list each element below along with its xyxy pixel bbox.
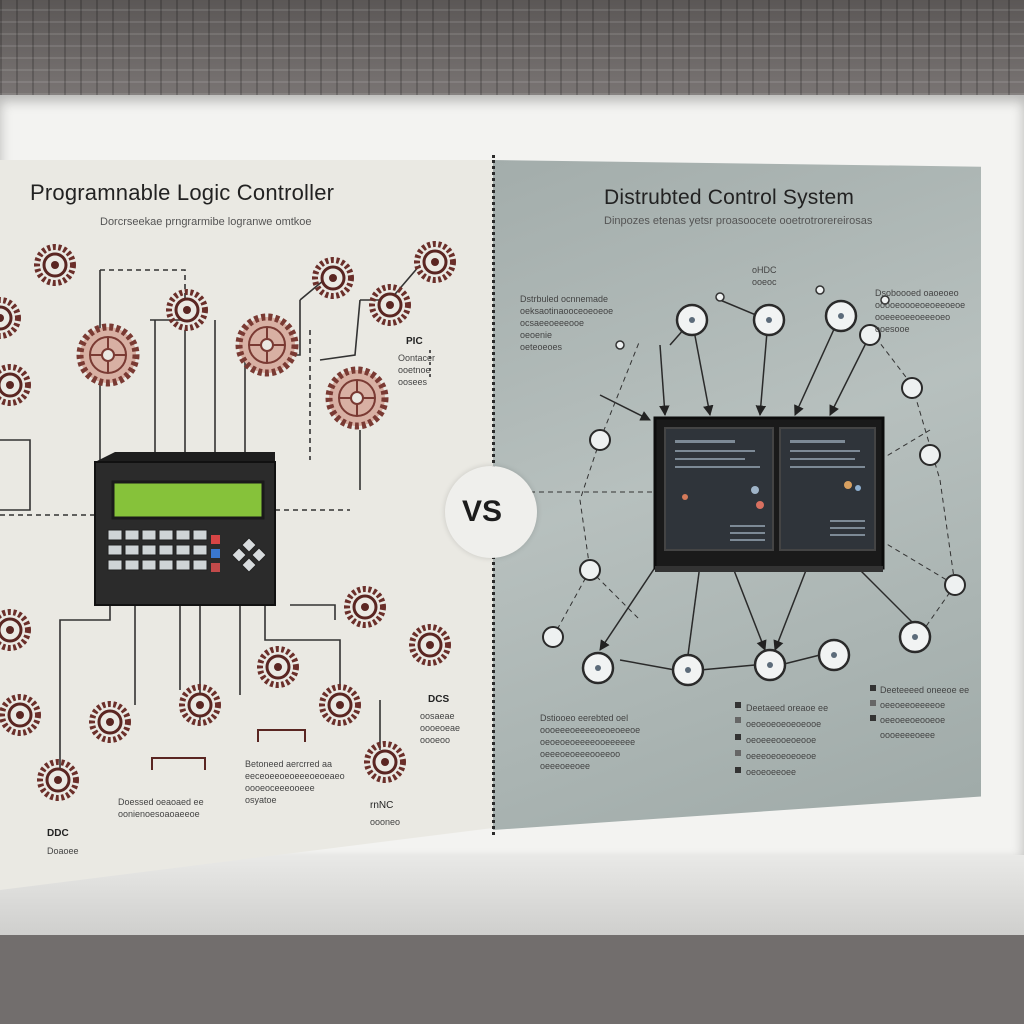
dcs-title: Distrubted Control System [604, 186, 855, 209]
dcs-tag-left: DCS [428, 694, 450, 705]
ddc-tag: DDC [47, 828, 69, 839]
ddc-note: Doaoee [47, 846, 79, 856]
floor [0, 935, 1024, 1024]
rnc-note: oooneo [370, 817, 401, 827]
connector-icon [151, 729, 306, 770]
bullet-icons [735, 685, 876, 773]
dcs-monitor-icon [653, 416, 885, 572]
plc-tag: PIC [406, 336, 423, 347]
plc-subtitle: Dorcrseekae prngrarmibe logranwe omtkoe [100, 216, 312, 228]
vs-label: VS [462, 495, 503, 528]
vs-badge [445, 466, 537, 558]
small-node-icons [615, 285, 890, 350]
wall-top [0, 0, 1024, 95]
dcs-wiring [599, 299, 916, 671]
plc-device-icon [94, 452, 276, 606]
plc-title: Programnable Logic Controller [30, 180, 335, 205]
rnc-tag: rnNC [370, 800, 394, 811]
dcs-subtitle: Dinpozes etenas yetsr proasoocete ooetro… [604, 215, 873, 227]
plc-wiring [0, 264, 431, 770]
